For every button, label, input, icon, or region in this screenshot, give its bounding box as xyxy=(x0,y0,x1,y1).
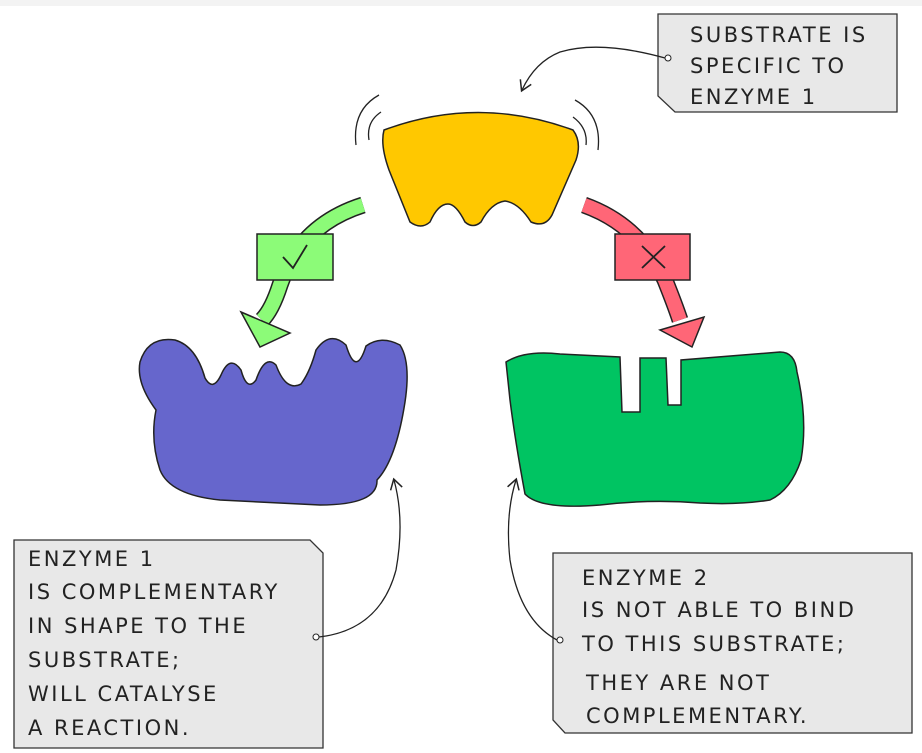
not-complementary-arrow xyxy=(580,196,706,349)
svg-text:THEY ARE NOT: THEY ARE NOT xyxy=(585,671,771,695)
svg-text:ENZYME 1: ENZYME 1 xyxy=(28,547,156,571)
svg-text:IS COMPLEMENTARY: IS COMPLEMENTARY xyxy=(28,580,280,604)
vibration-lines-left xyxy=(354,94,382,146)
check-icon xyxy=(282,244,308,270)
callout-enzyme-2: ENZYME 2 IS NOT ABLE TO BIND TO THIS SUB… xyxy=(507,477,913,734)
svg-text:SUBSTRATE IS: SUBSTRATE IS xyxy=(690,23,868,47)
vibration-lines-right xyxy=(572,99,600,151)
top-strip xyxy=(0,0,922,6)
svg-text:TO THIS SUBSTRATE;: TO THIS SUBSTRATE; xyxy=(581,632,846,656)
complementary-arrow xyxy=(239,196,366,348)
callout-enzyme-1: ENZYME 1 IS COMPLEMENTARY IN SHAPE TO TH… xyxy=(13,477,403,749)
svg-text:ENZYME 2: ENZYME 2 xyxy=(582,566,710,590)
svg-text:IN SHAPE TO THE: IN SHAPE TO THE xyxy=(28,614,248,638)
svg-text:SPECIFIC TO: SPECIFIC TO xyxy=(690,54,847,78)
svg-text:SUBSTRATE;: SUBSTRATE; xyxy=(28,648,182,672)
substrate-shape xyxy=(354,94,600,227)
check-box xyxy=(256,233,334,281)
svg-text:IS NOT ABLE TO BIND: IS NOT ABLE TO BIND xyxy=(582,598,856,622)
svg-text:WILL CATALYSE: WILL CATALYSE xyxy=(28,682,219,706)
enzyme-1-shape xyxy=(138,337,408,506)
callout-substrate-specific: SUBSTRATE IS SPECIFIC TO ENZYME 1 xyxy=(519,13,898,113)
cross-icon xyxy=(641,245,666,269)
svg-text:ENZYME 1: ENZYME 1 xyxy=(690,85,818,109)
svg-text:A REACTION.: A REACTION. xyxy=(28,716,191,740)
enzyme-2-shape xyxy=(505,351,805,507)
svg-text:COMPLEMENTARY.: COMPLEMENTARY. xyxy=(586,704,809,728)
